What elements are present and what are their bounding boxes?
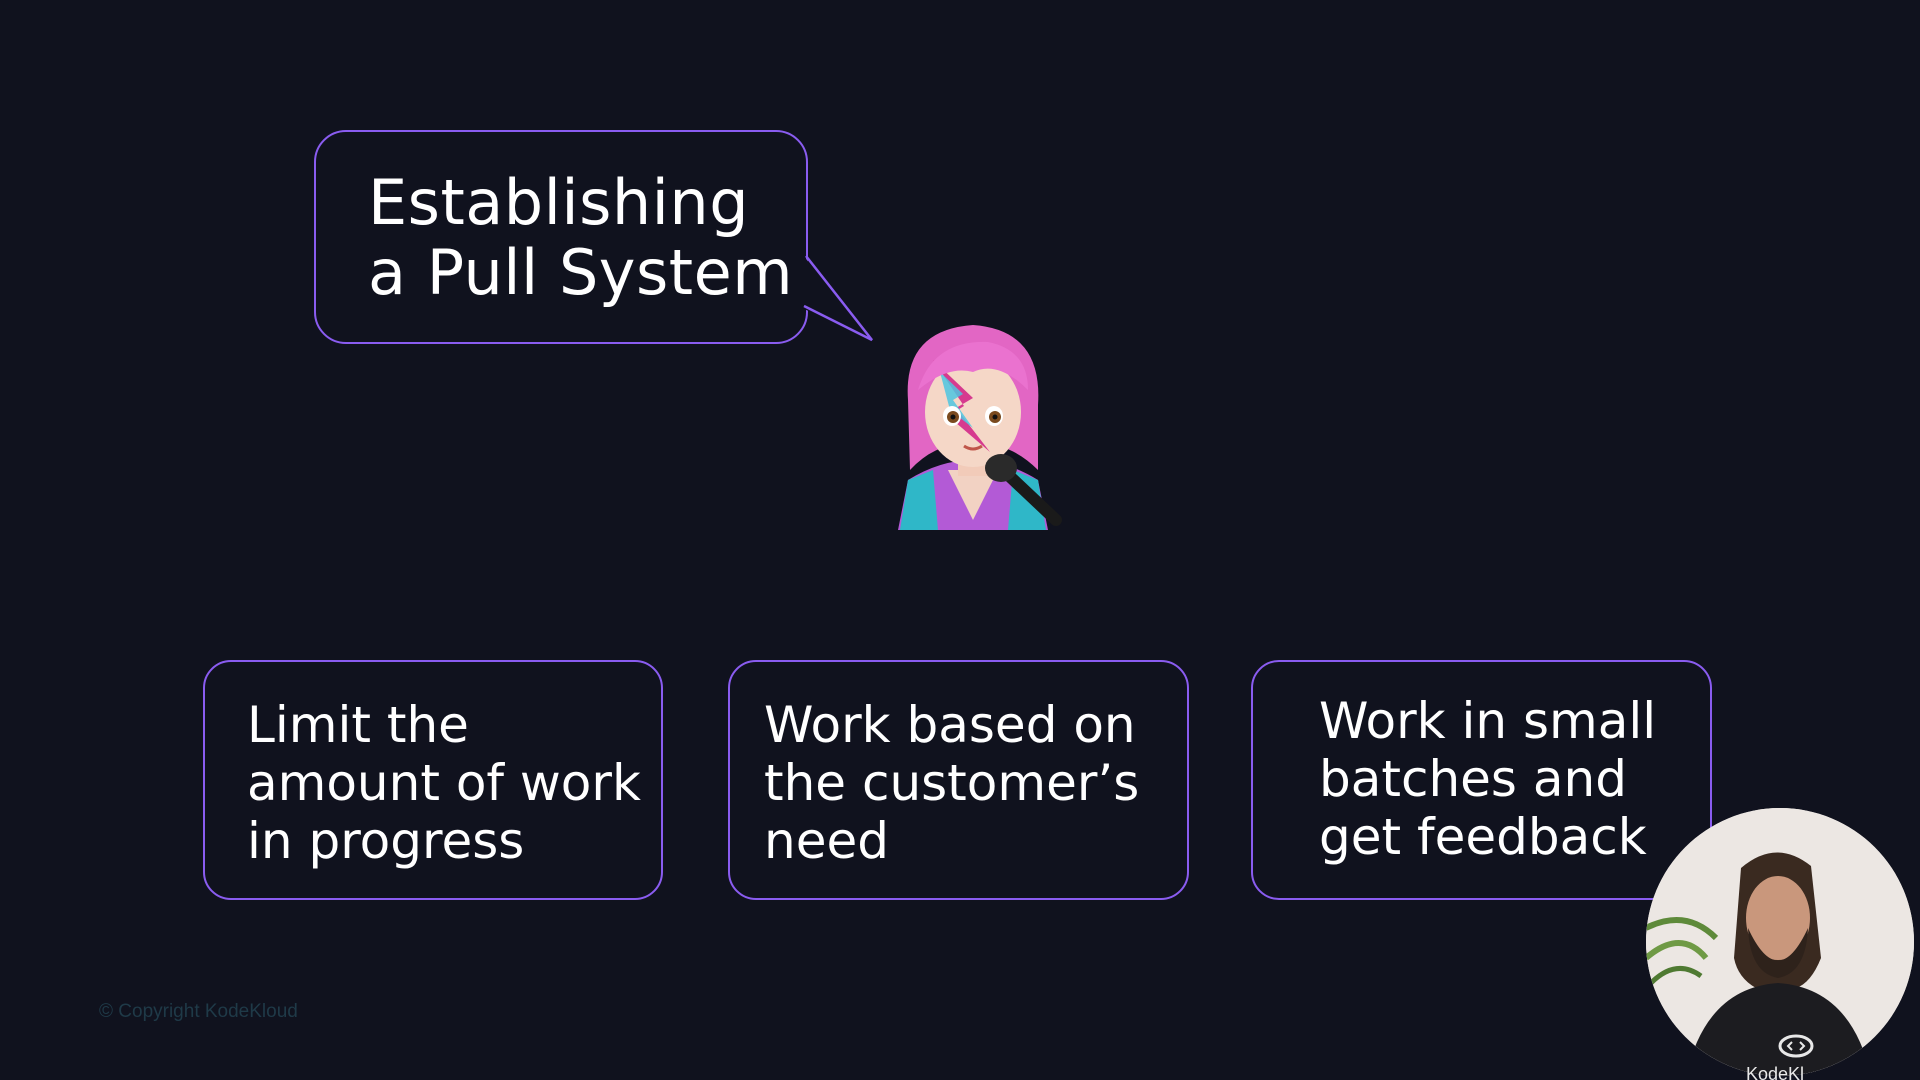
- presenter-webcam: [1646, 808, 1914, 1076]
- card-text: Work based on the customer’s need: [764, 696, 1140, 870]
- speech-bubble: Establishing a Pull System: [314, 130, 808, 344]
- card-customer-need: Work based on the customer’s need: [728, 660, 1189, 900]
- card-limit-wip: Limit the amount of work in progress: [203, 660, 663, 900]
- card-small-batches: Work in small batches and get feedback: [1251, 660, 1712, 900]
- copyright-text: © Copyright KodeKloud: [99, 1001, 298, 1022]
- presenter-shirt-text: KodeKl: [1746, 1064, 1805, 1080]
- card-text: Work in small batches and get feedback: [1319, 692, 1657, 866]
- presenter-image: [1646, 808, 1914, 1076]
- card-text: Limit the amount of work in progress: [247, 696, 641, 870]
- singer-woman-emoji-icon: [898, 325, 1062, 530]
- speech-bubble-tail: [802, 254, 873, 342]
- slide-title: Establishing a Pull System: [368, 166, 794, 309]
